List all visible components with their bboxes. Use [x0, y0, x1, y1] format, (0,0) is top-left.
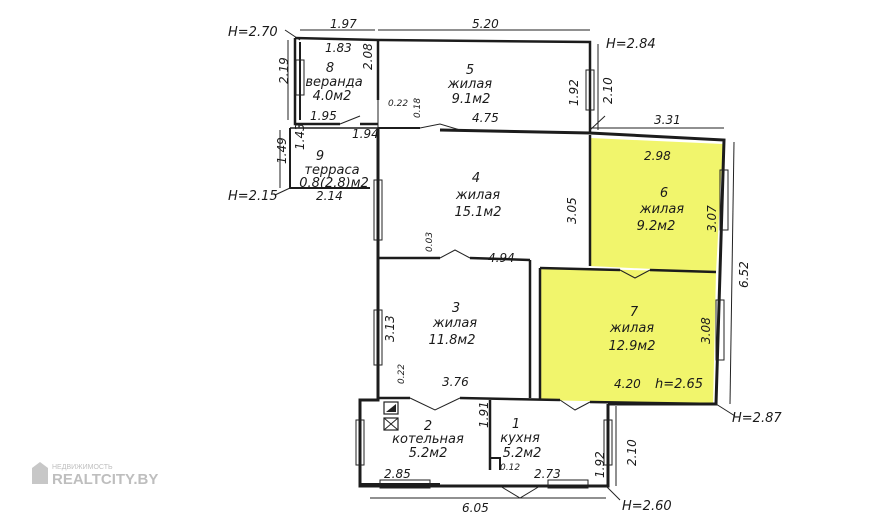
- dim-331: 3.31: [654, 113, 681, 127]
- dim-143: 1.43: [293, 123, 307, 150]
- boiler-icon: [383, 401, 399, 431]
- dim-022a: 0.22: [388, 99, 408, 109]
- room-2-number: 2: [424, 419, 432, 434]
- dim-475: 4.75: [472, 111, 499, 125]
- height-260: H=2.60: [622, 499, 672, 514]
- room-9-name: терраса: [304, 163, 359, 178]
- dim-307: 3.07: [705, 205, 719, 232]
- room-6-highlight: [590, 138, 723, 272]
- height-marks: H=2.70 H=2.84 H=2.15 H=2.87 H=2.60 h=2.6…: [228, 25, 782, 514]
- room-7-area: 12.9м2: [608, 339, 655, 354]
- room-2-area: 5.2м2: [409, 446, 448, 461]
- room-6-area: 9.2м2: [637, 219, 676, 234]
- room-8-number: 8: [326, 61, 334, 76]
- dim-210b: 2.10: [625, 439, 639, 466]
- dim-192b: 1.92: [593, 451, 607, 478]
- room-8-name: веранда: [305, 75, 362, 90]
- room-4-name: жилая: [455, 188, 500, 203]
- room-2-name: котельная: [392, 432, 464, 447]
- room-5-name: жилая: [447, 77, 492, 92]
- room-6-number: 6: [660, 186, 668, 201]
- dim-022b: 0.22: [397, 364, 407, 384]
- dimension-lines: [274, 29, 736, 501]
- dim-285: 2.85: [384, 467, 411, 481]
- dim-149: 1.49: [275, 137, 289, 164]
- room-4-area: 15.1м2: [454, 205, 501, 220]
- walls: [289, 36, 726, 488]
- dim-313: 3.13: [383, 315, 397, 342]
- room-6-name: жилая: [639, 202, 684, 217]
- room-3-area: 11.8м2: [428, 333, 475, 348]
- watermark: НЕДВИЖИМОСТЬ REALTCITY.BY: [32, 462, 158, 488]
- dim-195: 1.95: [310, 109, 337, 123]
- window-marks: [295, 59, 729, 489]
- dim-652: 6.52: [737, 261, 751, 288]
- room-labels: 1 кухня 5.2м2 2 котельная 5.2м2 3 жилая …: [299, 61, 684, 461]
- watermark-brand: REALTCITY.BY: [52, 471, 158, 488]
- dim-214: 2.14: [316, 189, 343, 203]
- dim-191: 1.91: [477, 401, 491, 428]
- height-284: H=2.84: [606, 37, 656, 52]
- dim-219: 2.19: [277, 57, 291, 84]
- room-9-number: 9: [316, 149, 324, 164]
- dim-605: 6.05: [462, 501, 489, 515]
- dim-520: 5.20: [472, 17, 499, 31]
- room-7-height: h=2.65: [655, 377, 703, 392]
- dim-197: 1.97: [330, 17, 357, 31]
- watermark-logo-icon: [32, 462, 48, 484]
- dim-194: 1.94: [352, 127, 379, 141]
- room-4-number: 4: [472, 171, 480, 186]
- room-7-name: жилая: [609, 321, 654, 336]
- dim-192a: 1.92: [567, 79, 581, 106]
- room-9-area: 0.8(2.8)м2: [299, 176, 369, 191]
- room-7-highlight: [540, 268, 716, 404]
- room-5-number: 5: [466, 63, 474, 78]
- room-1-number: 1: [512, 417, 520, 432]
- watermark-small-text: НЕДВИЖИМОСТЬ: [52, 464, 113, 471]
- dim-298: 2.98: [644, 149, 671, 163]
- dim-376: 3.76: [442, 375, 469, 389]
- dim-494: 4.94: [488, 251, 515, 265]
- dim-308: 3.08: [699, 317, 713, 344]
- dim-273: 2.73: [534, 467, 561, 481]
- dim-208: 2.08: [361, 43, 375, 70]
- dim-012: 0.12: [500, 463, 520, 473]
- dim-003: 0.03: [425, 232, 435, 252]
- height-215: H=2.15: [228, 189, 278, 204]
- room-3-number: 3: [452, 301, 460, 316]
- room-5-area: 9.1м2: [452, 92, 491, 107]
- room-8-area: 4.0м2: [313, 89, 352, 104]
- door-marks: [339, 115, 651, 499]
- room-1-area: 5.2м2: [503, 446, 542, 461]
- dim-420: 4.20: [614, 377, 641, 391]
- height-270: H=2.70: [228, 25, 278, 40]
- dimension-texts: 1.97 5.20 1.83 2.08 2.19 1.95 0.22 0.18 …: [275, 17, 751, 515]
- room-1-name: кухня: [500, 431, 540, 446]
- height-287: H=2.87: [732, 411, 782, 426]
- dim-183: 1.83: [325, 41, 352, 55]
- dim-210a: 2.10: [601, 77, 615, 104]
- dim-305: 3.05: [565, 197, 579, 224]
- room-3-name: жилая: [432, 316, 477, 331]
- dim-018: 0.18: [413, 98, 423, 118]
- room-7-number: 7: [630, 305, 639, 320]
